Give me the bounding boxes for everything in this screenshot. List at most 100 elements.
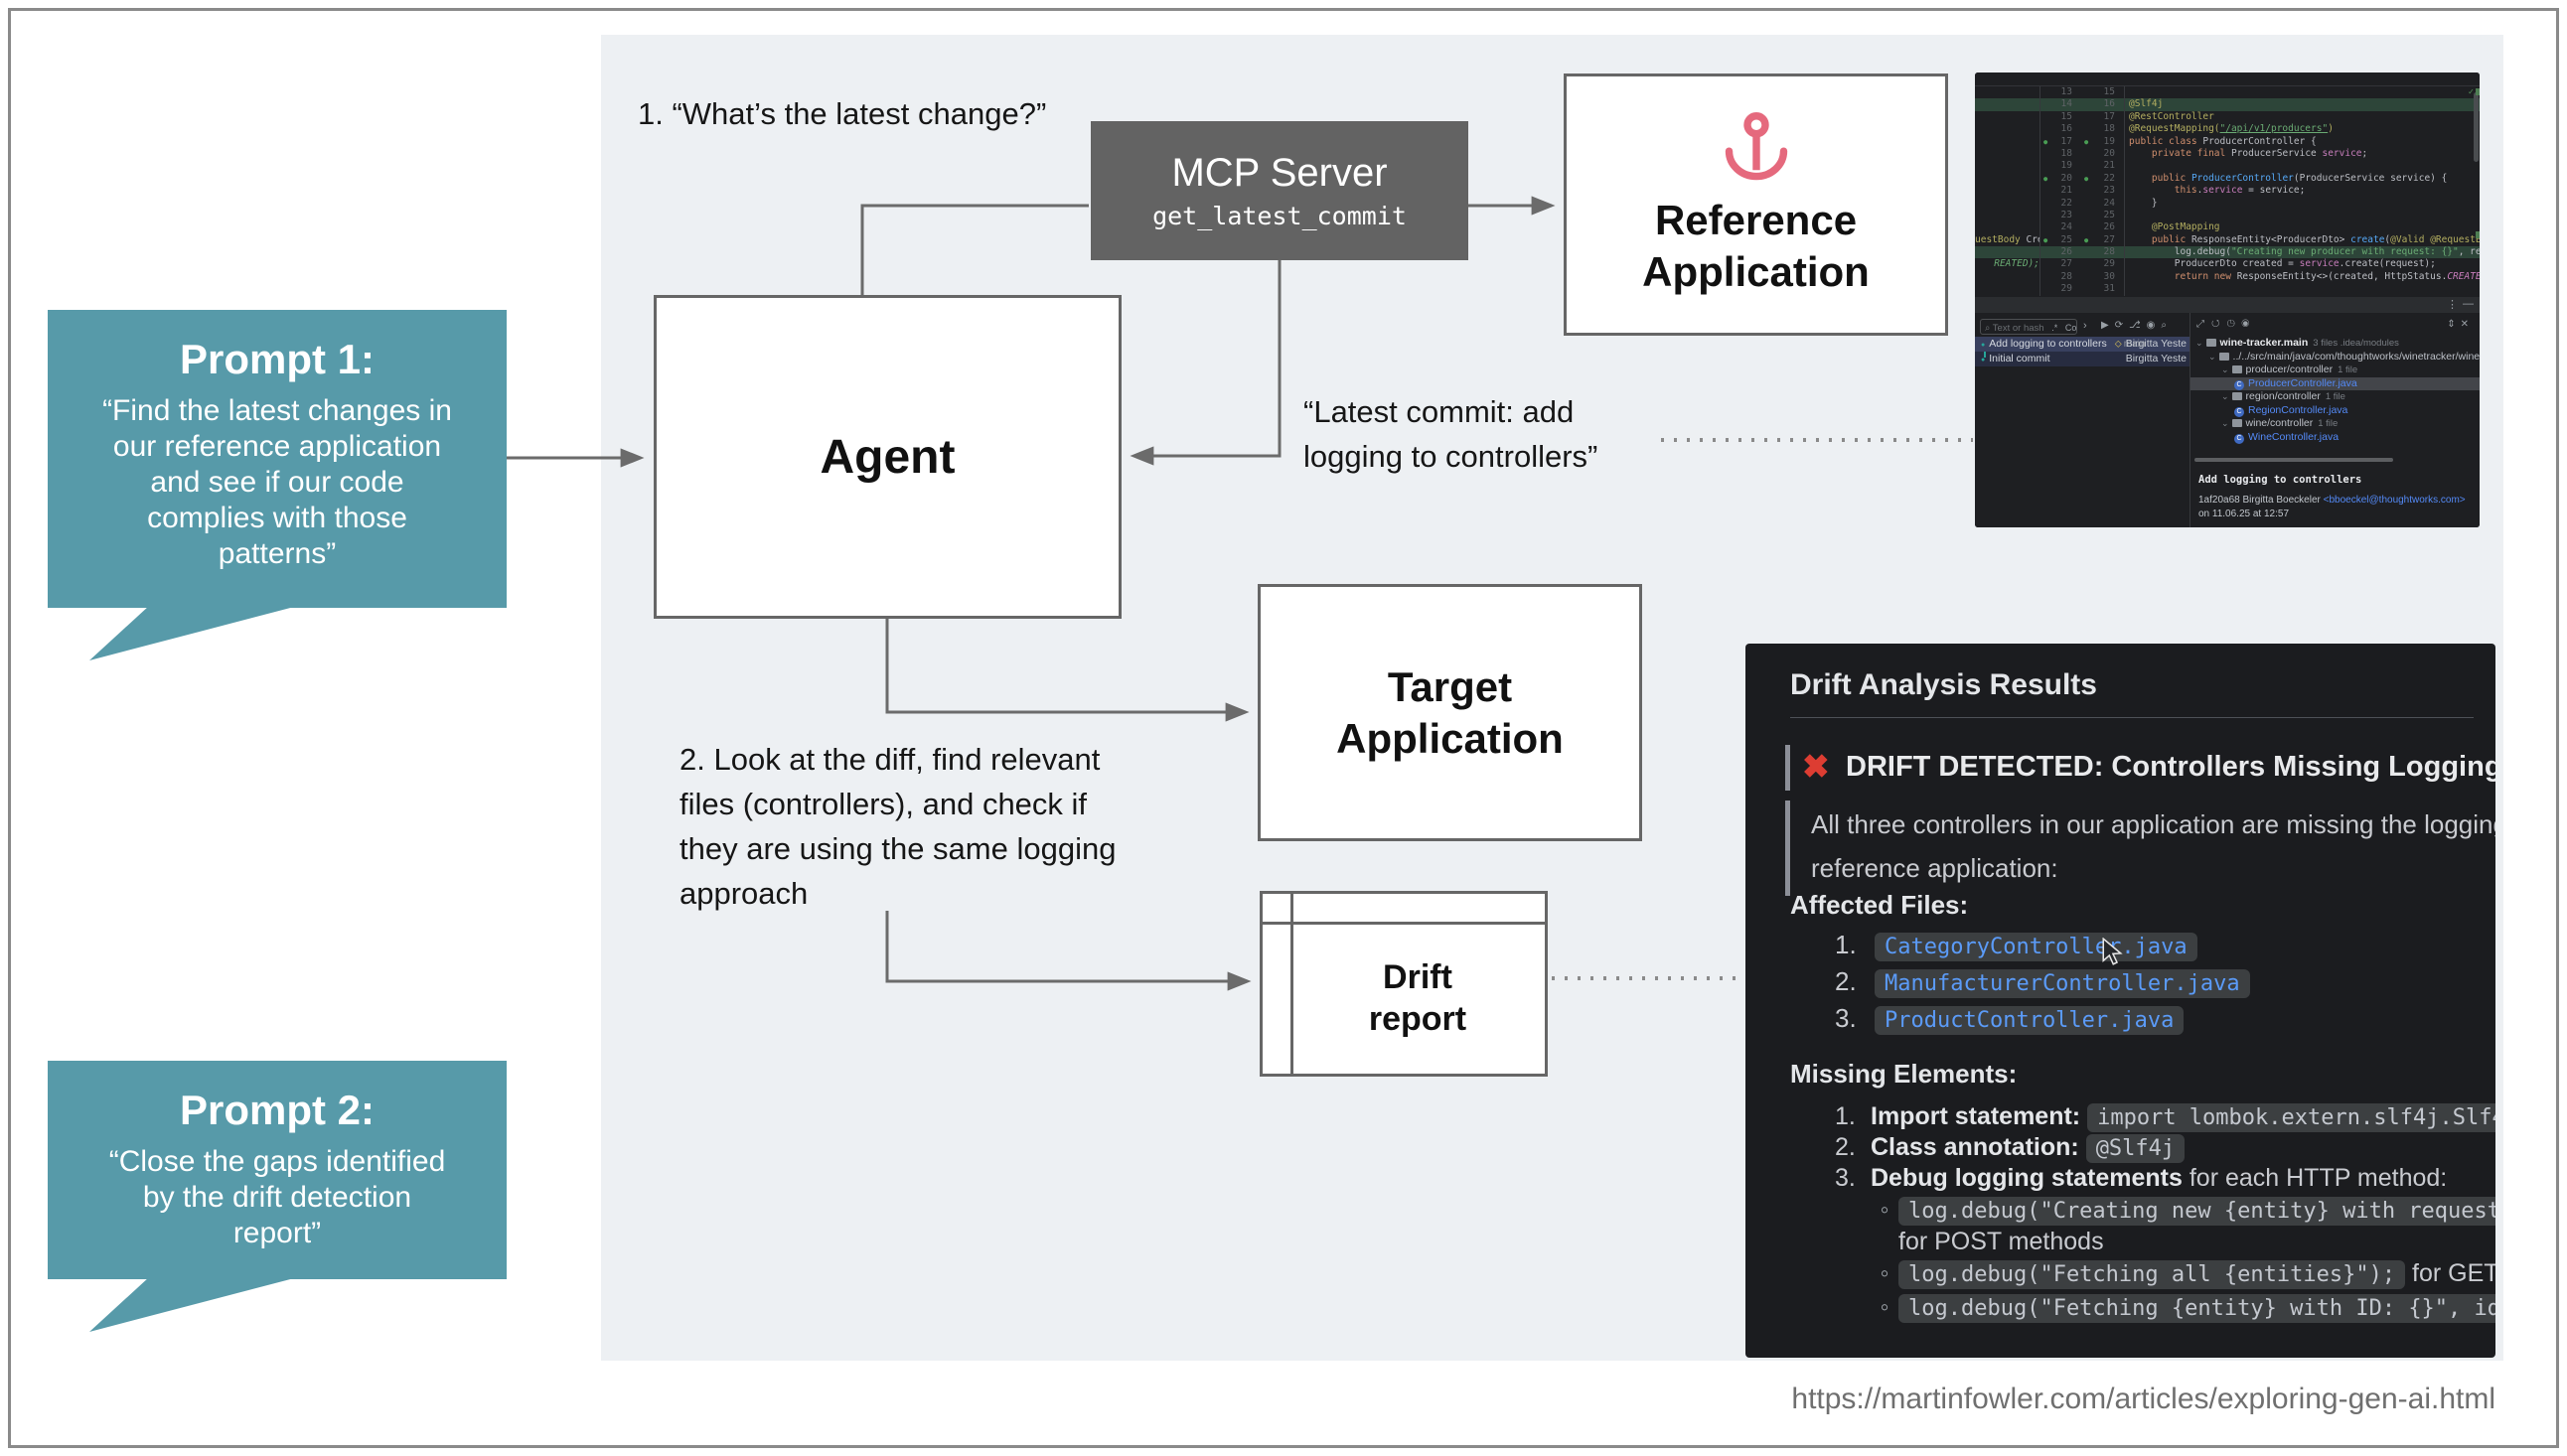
agent-label: Agent bbox=[820, 430, 956, 484]
reference-application-node: Reference Application bbox=[1564, 73, 1948, 336]
commit-search-input[interactable]: ⌕ Text or hash .* Co bbox=[1980, 319, 2077, 335]
file-link[interactable]: ManufacturerController.java bbox=[1875, 969, 2250, 998]
change-marker bbox=[2476, 231, 2480, 238]
diff-code-row: ●20●22 public ProducerController(Produce… bbox=[1975, 172, 2480, 186]
regex-toggle-icon[interactable]: .* bbox=[2051, 323, 2058, 333]
git-log-panel: ⌕ Text or hash .* Co › ▶⟳⎇◉⌕ ●Add loggin… bbox=[1975, 313, 2480, 527]
match-case-toggle[interactable]: Co bbox=[2064, 323, 2077, 333]
drift-description-text: All three controllers in our application… bbox=[1811, 809, 2495, 883]
more-icon[interactable]: ⋮ bbox=[2447, 299, 2458, 311]
prompt-1-title: Prompt 1: bbox=[179, 336, 375, 382]
prompt-1-bubble: Prompt 1: “Find the latest changes in ou… bbox=[48, 310, 507, 608]
commit-hash-author: 1af20a68 Birgitta Boeckeler bbox=[2198, 495, 2321, 506]
title-separator bbox=[1790, 717, 2474, 718]
logging-statement-note: for POST methods bbox=[1898, 1228, 2104, 1255]
missing-elements-heading: Missing Elements: bbox=[1790, 1059, 2018, 1089]
annotation-latest-commit: “Latest commit: add logging to controlle… bbox=[1303, 394, 1598, 474]
compare-icon: ⤢ bbox=[2196, 319, 2211, 330]
branch-icon: ⎇ bbox=[2129, 320, 2147, 331]
logging-statement-item: ◦log.debug("Fetching all {entities}"); f… bbox=[1880, 1259, 2495, 1289]
file-link[interactable]: CategoryController.java bbox=[1875, 933, 2197, 961]
tree-horizontal-scrollbar[interactable] bbox=[2194, 458, 2393, 462]
prompt-2-body: “Close the gaps identified by the drift … bbox=[108, 1145, 446, 1249]
mcp-server-node: MCP Server get_latest_commit bbox=[1091, 121, 1468, 260]
source-url: https://martinfowler.com/articles/explor… bbox=[1791, 1383, 2495, 1415]
drift-analysis-panel: Drift Analysis Results ✖ DRIFT DETECTED:… bbox=[1745, 644, 2495, 1358]
logging-statement-item: ◦log.debug("Creating new {entity} with r… bbox=[1871, 1195, 2495, 1229]
annotation-step2: 2. Look at the diff, find relevant files… bbox=[680, 742, 1117, 911]
tree-item-folder[interactable]: ⌄../../src/main/java/com/thoughtworks/wi… bbox=[2208, 350, 2480, 363]
editor-vertical-scrollbar[interactable] bbox=[2474, 92, 2479, 162]
mcp-tool-label: get_latest_commit bbox=[1152, 202, 1407, 230]
mouse-cursor-icon bbox=[2102, 938, 2123, 965]
affected-files-heading: Affected Files: bbox=[1790, 890, 1969, 920]
missing-elements-list: 1.Import statement: import lombok.extern… bbox=[1835, 1102, 2495, 1326]
target-application-label: Target Application bbox=[1336, 662, 1564, 762]
panel-divider-bar: ⋮ — bbox=[1975, 297, 2480, 313]
rollback-icon: ↺ bbox=[2211, 319, 2227, 330]
file-link[interactable]: ProductController.java bbox=[1875, 1006, 2185, 1035]
minimize-icon[interactable]: — bbox=[2463, 298, 2474, 310]
affected-file-item: 1.CategoryController.java bbox=[1835, 930, 2250, 966]
annotation-step1: 1. “What’s the latest change?” bbox=[638, 96, 1047, 131]
expand-icon: ⇕ bbox=[2447, 319, 2461, 330]
prompt-1-body: “Find the latest changes in our referenc… bbox=[102, 394, 452, 570]
drift-description: All three controllers in our application… bbox=[1745, 801, 2495, 900]
drift-alert: ✖ DRIFT DETECTED: Controllers Missing Lo… bbox=[1745, 743, 2495, 795]
agent-node: Agent bbox=[654, 295, 1122, 619]
chevron-right-icon[interactable]: › bbox=[2083, 320, 2087, 332]
affected-file-item: 3.ProductController.java bbox=[1835, 1003, 2250, 1040]
blockquote-bar bbox=[1785, 745, 1790, 791]
run-filter-icon: ▶ bbox=[2101, 320, 2115, 331]
cross-mark-icon: ✖ bbox=[1802, 748, 1830, 785]
prompt-2-bubble: Prompt 2: “Close the gaps identified by … bbox=[48, 1061, 507, 1279]
outer-frame bbox=[8, 8, 2559, 1448]
inspection-ok-icon: ✓ bbox=[2468, 87, 2474, 97]
drift-report-node: Drift report bbox=[1260, 891, 1548, 1077]
git-toolbar: ⌕ Text or hash .* Co › ▶⟳⎇◉⌕ bbox=[1980, 319, 2188, 337]
commit-author-email[interactable]: <bboeckel@thoughtworks.com> bbox=[2323, 495, 2466, 506]
missing-element-item: 1.Import statement: import lombok.extern… bbox=[1835, 1102, 2495, 1133]
tree-toolbar-icons[interactable]: ⤢↺◷◉ bbox=[2196, 319, 2256, 330]
change-marker bbox=[2476, 88, 2480, 95]
commit-detail-meta: 1af20a68 Birgitta Boeckeler <bboeckel@th… bbox=[2198, 494, 2476, 521]
refresh-icon: ⟳ bbox=[2114, 320, 2130, 331]
drift-alert-text: DRIFT DETECTED: Controllers Missing Logg… bbox=[1846, 751, 2495, 783]
logging-statement-item: ◦log.debug("Fetching {entity} with ID: {… bbox=[1871, 1292, 2495, 1326]
drift-report-label: Drift report bbox=[1368, 957, 1467, 1038]
mcp-server-label: MCP Server bbox=[1171, 151, 1388, 195]
tree-toolbar: ⤢↺◷◉ ⇕✕ bbox=[2196, 319, 2476, 333]
eye-icon: ◉ bbox=[2146, 320, 2162, 331]
drift-panel-title: Drift Analysis Results bbox=[1790, 668, 2097, 701]
git-toolbar-icons[interactable]: ▶⟳⎇◉⌕ bbox=[2101, 320, 2173, 331]
target-application-node: Target Application bbox=[1258, 584, 1642, 841]
